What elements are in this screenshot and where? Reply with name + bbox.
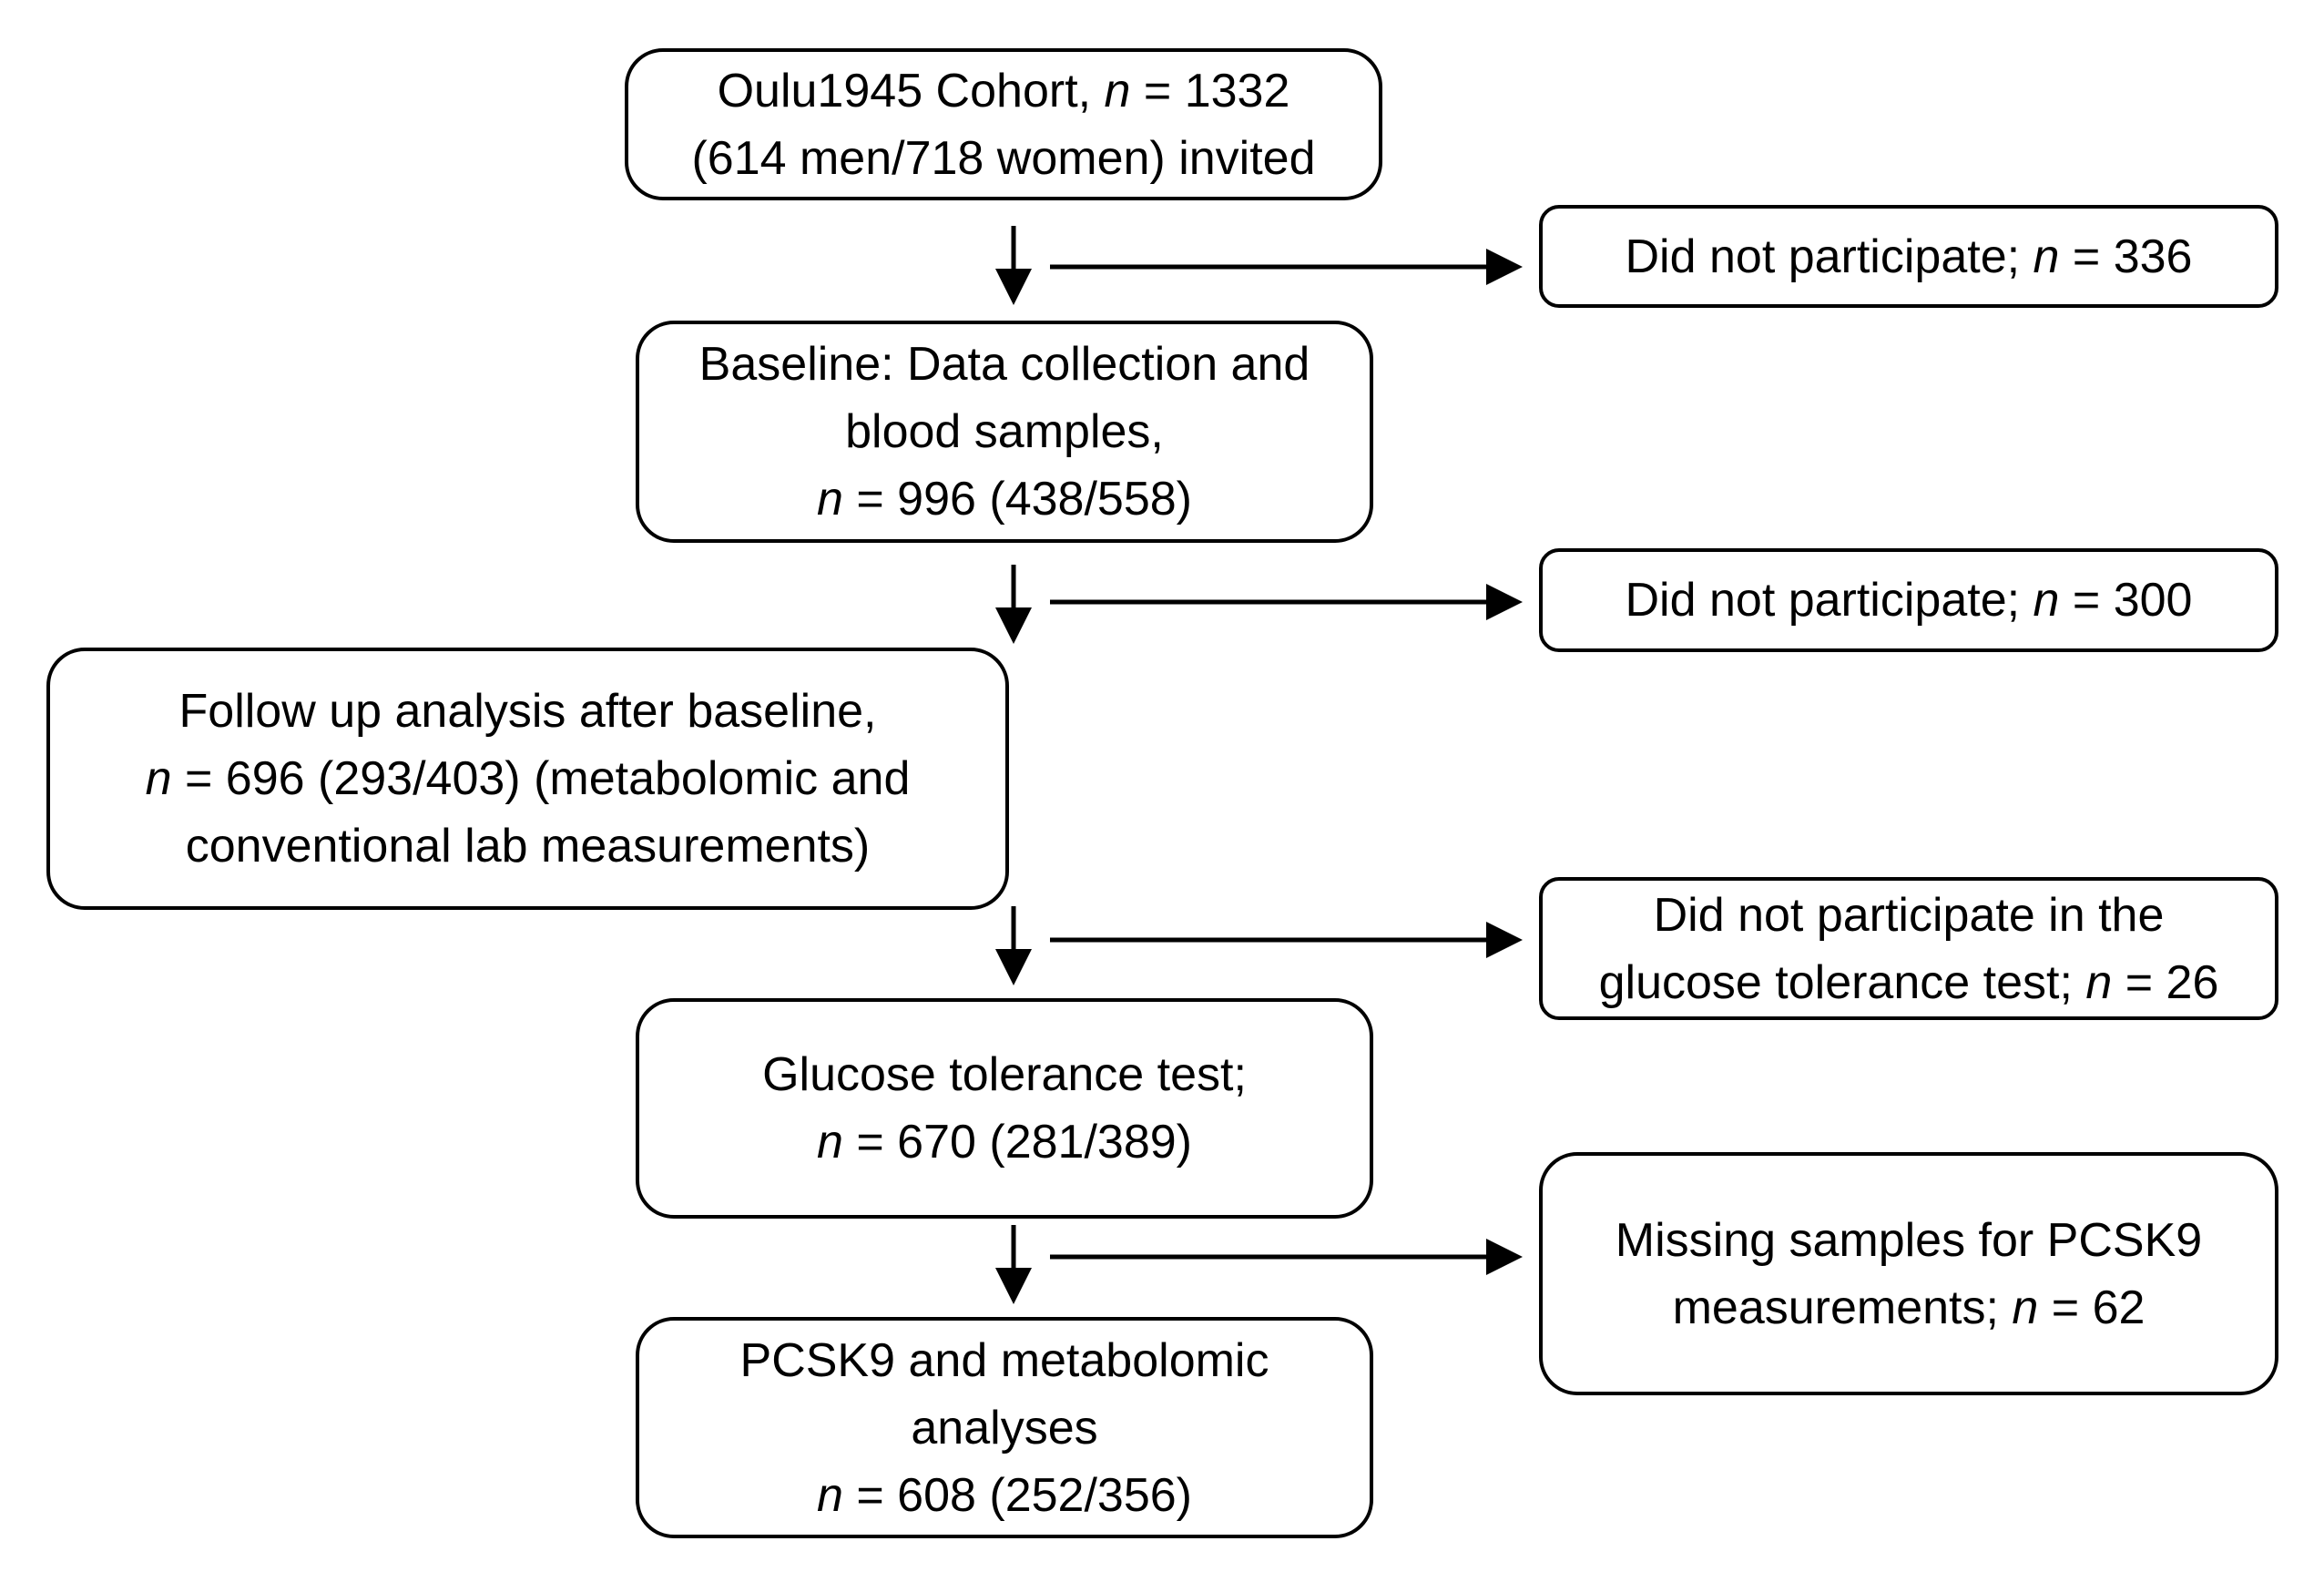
- box-text-line: n = 670 (281/389): [817, 1108, 1192, 1176]
- text-run: Oulu1945 Cohort,: [717, 64, 1105, 117]
- box-text-line: Baseline: Data collection and: [699, 331, 1310, 398]
- excl2-box: Did not participate; n = 300: [1539, 548, 2278, 652]
- text-run: measurements;: [1672, 1281, 2013, 1334]
- italic-n-symbol: n: [1104, 64, 1131, 117]
- text-run: = 1332: [1130, 64, 1290, 117]
- excl1-box: Did not participate; n = 336: [1539, 205, 2278, 308]
- glucose-box: Glucose tolerance test; n = 670 (281/389): [636, 998, 1373, 1219]
- text-run: conventional lab measurements): [185, 820, 871, 873]
- cohort-box: Oulu1945 Cohort, n = 1332 (614 men/718 wo…: [625, 48, 1382, 200]
- box-text-line: (614 men/718 women) invited: [691, 125, 1315, 192]
- italic-n-symbol: n: [2012, 1281, 2039, 1334]
- box-text-line: Missing samples for PCSK9: [1616, 1207, 2202, 1274]
- text-run: Glucose tolerance test;: [762, 1048, 1247, 1101]
- text-run: Follow up analysis after baseline,: [178, 685, 877, 738]
- box-text-line: measurements; n = 62: [1673, 1274, 2146, 1342]
- text-run: = 696 (293/403) (metabolomic and: [171, 752, 911, 805]
- box-text-line: Glucose tolerance test;: [762, 1041, 1247, 1108]
- box-text-line: n = 696 (293/403) (metabolomic and: [146, 745, 911, 812]
- followup-box: Follow up analysis after baseline,n = 69…: [46, 648, 1009, 910]
- excl3-box: Did not participate in the glucose tolera…: [1539, 877, 2278, 1020]
- italic-n-symbol: n: [145, 752, 172, 805]
- text-run: glucose tolerance test;: [1598, 955, 2086, 1009]
- box-text-line: blood samples,: [845, 398, 1164, 465]
- text-run: (614 men/718 women) invited: [691, 131, 1316, 185]
- text-run: = 300: [2059, 574, 2193, 627]
- text-run: = 26: [2112, 955, 2219, 1009]
- italic-n-symbol: n: [817, 473, 843, 526]
- box-text-line: analyses: [911, 1394, 1097, 1462]
- text-run: Did not participate;: [1625, 230, 2034, 283]
- text-run: blood samples,: [845, 405, 1164, 458]
- box-text-line: Follow up analysis after baseline,: [179, 678, 877, 745]
- box-text-line: glucose tolerance test; n = 26: [1599, 949, 2219, 1016]
- text-run: = 336: [2059, 230, 2193, 283]
- box-text-line: Did not participate; n = 336: [1626, 223, 2193, 291]
- text-run: Baseline: Data collection and: [698, 338, 1310, 391]
- excl4-box: Missing samples for PCSK9 measurements; n…: [1539, 1152, 2278, 1395]
- box-text-line: Did not participate; n = 300: [1626, 566, 2193, 634]
- italic-n-symbol: n: [817, 1468, 843, 1522]
- baseline-box: Baseline: Data collection and blood sampl…: [636, 321, 1373, 543]
- text-run: PCSK9 and metabolomic: [739, 1333, 1269, 1387]
- text-run: = 996 (438/558): [842, 473, 1192, 526]
- box-text-line: conventional lab measurements): [186, 812, 871, 880]
- italic-n-symbol: n: [2033, 574, 2060, 627]
- text-run: Missing samples for PCSK9: [1615, 1213, 2203, 1267]
- box-text-line: PCSK9 and metabolomic: [740, 1327, 1269, 1394]
- text-run: = 670 (281/389): [842, 1116, 1192, 1169]
- text-run: = 62: [2038, 1281, 2146, 1334]
- box-text-line: n = 608 (252/356): [817, 1462, 1192, 1529]
- box-text-line: Did not participate in the: [1654, 882, 2165, 949]
- text-run: analyses: [911, 1401, 1098, 1454]
- italic-n-symbol: n: [2085, 955, 2113, 1009]
- box-text-line: Oulu1945 Cohort, n = 1332: [718, 57, 1290, 125]
- text-run: = 608 (252/356): [842, 1468, 1192, 1522]
- italic-n-symbol: n: [817, 1116, 843, 1169]
- text-run: Did not participate in the: [1653, 888, 2165, 942]
- pcsk9-box: PCSK9 and metabolomic analyses n = 608 (25…: [636, 1317, 1373, 1538]
- italic-n-symbol: n: [2033, 230, 2060, 283]
- text-run: Did not participate;: [1625, 574, 2034, 627]
- box-text-line: n = 996 (438/558): [817, 465, 1192, 533]
